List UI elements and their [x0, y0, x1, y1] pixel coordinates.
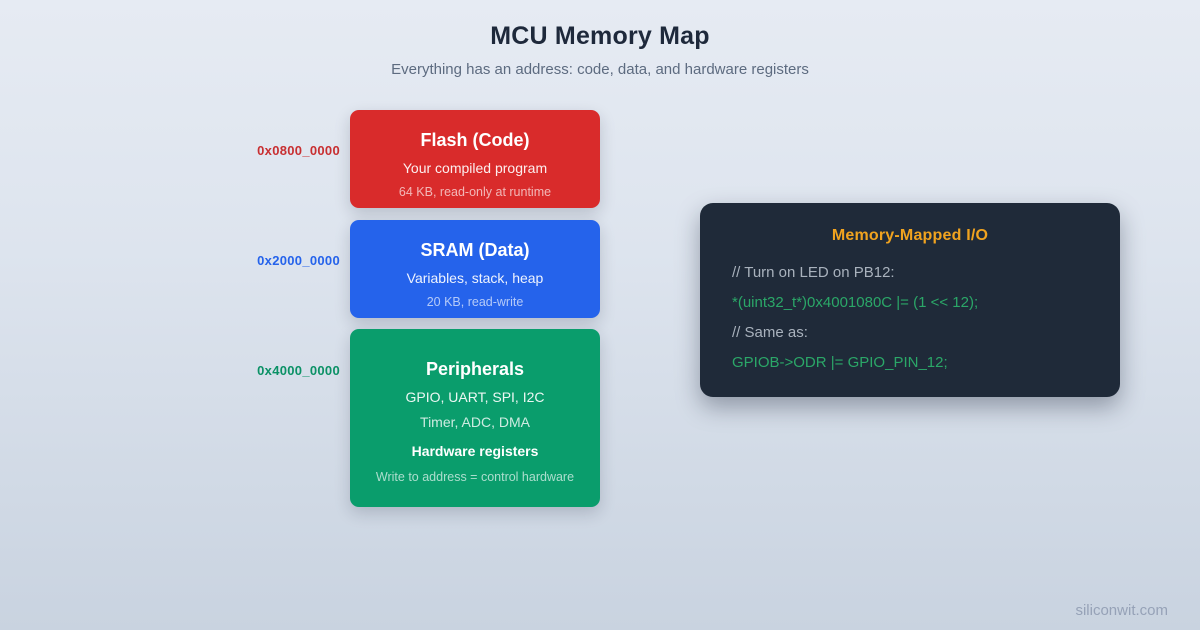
flash-block-meta: 64 KB, read-only at runtime — [398, 184, 552, 199]
flash-block-title: Flash (Code) — [420, 129, 530, 150]
peripherals-block-strong: Hardware registers — [411, 442, 539, 459]
code-statement-2: GPIOB->ODR |= GPIO_PIN_12; — [732, 354, 948, 371]
sram-block-title: SRAM (Data) — [420, 239, 530, 260]
page-subtitle: Everything has an address: code, data, a… — [391, 61, 809, 78]
code-panel-title: Memory-Mapped I/O — [831, 227, 989, 244]
address-label-flash: 0x0800_0000 — [257, 143, 340, 158]
code-comment-2: // Same as: — [732, 324, 808, 341]
sram-block-description: Variables, stack, heap — [406, 269, 544, 286]
sram-block-meta: 20 KB, read-write — [426, 294, 524, 309]
code-panel: Memory-Mapped I/O // Turn on LED on PB12… — [700, 203, 1120, 397]
address-label-peripherals: 0x4000_0000 — [257, 363, 340, 378]
code-comment-1: // Turn on LED on PB12: — [732, 264, 895, 281]
page-title: MCU Memory Map — [490, 22, 710, 50]
memory-block-sram: SRAM (Data) Variables, stack, heap 20 KB… — [350, 220, 600, 318]
flash-block-description: Your compiled program — [402, 159, 548, 176]
memory-block-flash: Flash (Code) Your compiled program 64 KB… — [350, 110, 600, 208]
peripherals-block-line1: GPIO, UART, SPI, I2C — [405, 388, 545, 405]
peripherals-block-line2: Timer, ADC, DMA — [420, 413, 530, 430]
watermark: siliconwit.com — [1075, 602, 1168, 619]
code-statement-1: *(uint32_t*)0x4001080C |= (1 << 12); — [732, 294, 979, 311]
memory-block-peripherals: Peripherals GPIO, UART, SPI, I2C Timer, … — [350, 329, 600, 507]
peripherals-block-title: Peripherals — [425, 358, 525, 379]
address-label-sram: 0x2000_0000 — [257, 253, 340, 268]
peripherals-block-meta: Write to address = control hardware — [375, 469, 575, 484]
